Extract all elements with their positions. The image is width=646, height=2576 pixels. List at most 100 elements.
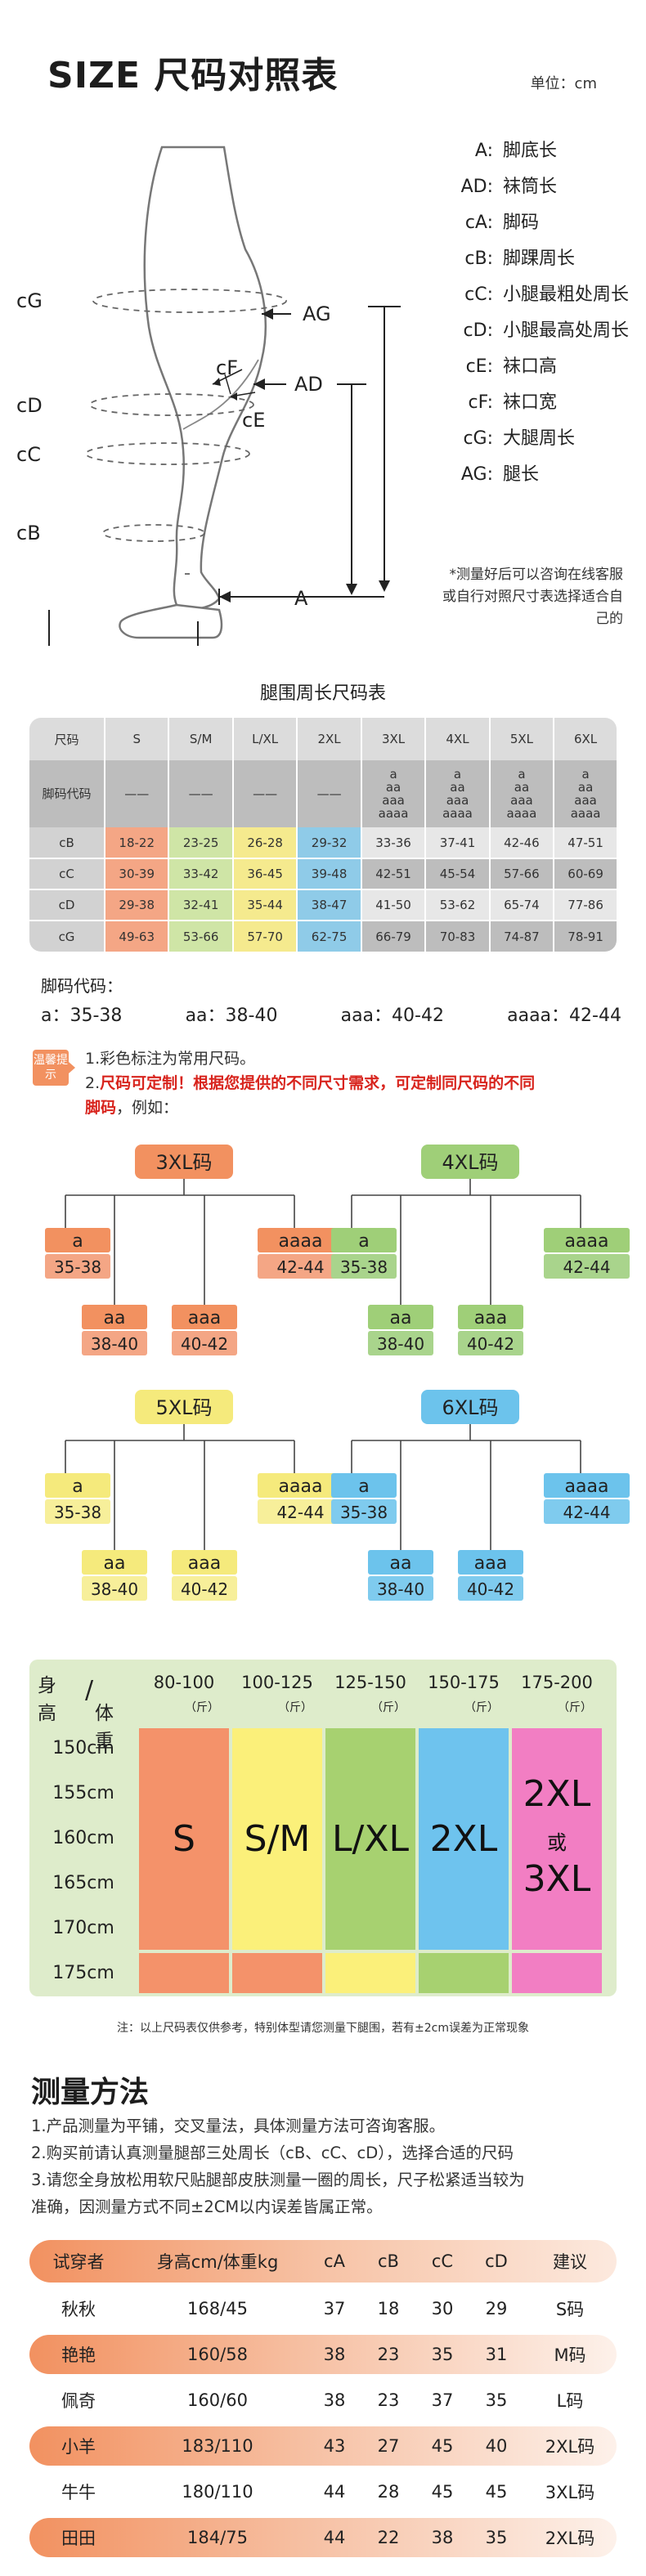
size-block (512, 1728, 602, 1950)
height-row-header: 155cm (52, 1783, 114, 1803)
tester-cell: 38 (323, 2345, 346, 2364)
tree-node-code-text: a (72, 1231, 83, 1252)
size-block (325, 1953, 415, 1993)
size-or-label: 或 (547, 1831, 567, 1854)
tree-node-range-text: 35-38 (340, 1257, 388, 1277)
tester-cell: 29 (485, 2299, 508, 2318)
foot-code-cell: —— (168, 760, 234, 827)
row-label: cC (29, 858, 105, 890)
tester-cell: 168/45 (187, 2299, 248, 2318)
size-cell: 41-50 (361, 889, 427, 921)
weight-column-header: 175-200（斤） (521, 1673, 593, 1714)
size-cell: 53-62 (425, 889, 491, 921)
size-cell: 57-66 (489, 858, 555, 890)
foot-code-item: aa：38-40 (185, 1006, 278, 1026)
measurement-legend: A:脚底长 AD:袜筒长 cA:脚码 cB:脚踝周长 cC:小腿最粗处周长 cD… (446, 139, 634, 499)
foot-code-cell: —— (232, 760, 298, 827)
size-block (419, 1728, 509, 1950)
tree-node-range (458, 1331, 523, 1355)
label-cd: cD (16, 394, 43, 417)
tester-cell: 184/75 (187, 2528, 248, 2547)
tester-cell: 45 (431, 2436, 454, 2456)
legend-item: cF:袜口宽 (468, 392, 558, 413)
size-block (139, 1728, 229, 1950)
method-line: 2.购买前请认真测量腿部三处周长（cB、cC、cD），选择合适的尺码 (31, 2144, 514, 2162)
tree-node-code-text: aaaa (565, 1476, 609, 1497)
tester-cell: 28 (377, 2482, 400, 2502)
tree-node-code (45, 1228, 110, 1252)
size-cell: 45-54 (425, 858, 491, 890)
legend-item: cD:小腿最高处周长 (463, 320, 630, 341)
size-cell: 36-45 (232, 858, 298, 890)
cb-ring (102, 524, 205, 542)
tester-cell: cD (485, 2251, 508, 2271)
tester-cell: 27 (377, 2436, 400, 2456)
label-ca: cA (106, 643, 131, 646)
tree-node-range-text: 38-40 (91, 1334, 138, 1354)
weight-column-header: 150-175（斤） (428, 1673, 500, 1714)
size-label: S/M (244, 1818, 311, 1860)
tree-node-range (82, 1331, 147, 1355)
tree-node-code (458, 1550, 523, 1575)
method-line: 1.产品测量为平铺，交叉量法，具体测量方法可咨询客服。 (31, 2117, 446, 2135)
size-cell: 70-83 (425, 921, 491, 952)
size-cell: 74-87 (489, 921, 555, 952)
size-row-cb: cB 18-22 23-25 26-28 29-32 33-36 37-41 4… (29, 827, 617, 859)
legend-item: cB:脚踝周长 (464, 249, 576, 269)
size-cell: 33-42 (168, 858, 234, 890)
tree-node-range-text: 38-40 (91, 1579, 138, 1599)
tester-cell: 艳艳 (61, 2345, 96, 2365)
header-cell: 2XL (297, 718, 362, 760)
tree-node-code-text: a (358, 1231, 369, 1252)
tree-node-code-text: aa (390, 1308, 412, 1328)
sock-cuff-line (182, 359, 259, 430)
label-cb: cB (16, 522, 41, 544)
size-block (139, 1953, 229, 1993)
size-block (232, 1953, 322, 1993)
tree-node-code (331, 1228, 397, 1252)
tester-cell: 183/110 (182, 2436, 253, 2456)
row-label: cD (29, 889, 105, 921)
tester-cell: 2XL码 (545, 2437, 595, 2457)
legend-item: cE:袜口高 (465, 356, 558, 377)
label-ce: cE (242, 409, 265, 432)
tree-node-range-text: 42-44 (563, 1257, 610, 1277)
tester-cell: 40 (485, 2436, 508, 2456)
tree-node-range-text: 35-38 (54, 1503, 101, 1522)
tree-node-code (82, 1305, 147, 1329)
label-cf: cF (216, 356, 238, 379)
header-cell: 3XL (361, 718, 427, 760)
tester-cell: 160/60 (187, 2390, 248, 2410)
measure-advice-note: *测量好后可以咨询在线客服或自行对照尺寸表选择适合自己的 (442, 567, 623, 627)
tester-cell: 180/110 (182, 2482, 253, 2502)
label-cc: cC (16, 443, 41, 466)
foot-code-cell: a aa aaa aaaa (425, 760, 491, 827)
foot-code-title: 脚码代码： (41, 976, 123, 996)
tester-cell: 35 (431, 2345, 454, 2364)
tree-node-range (172, 1331, 237, 1355)
tree-node-range-text: 42-44 (276, 1257, 324, 1277)
tester-cell: L码 (556, 2391, 584, 2411)
tip-badge: 温馨提示 (33, 1050, 75, 1086)
tree-node-range (82, 1576, 147, 1601)
tree-size-label: 5XL码 (155, 1396, 212, 1419)
tip-line-2: 2.尺码可定制！根据您提供的不同尺寸需求，可定制同尺码的不同 (85, 1074, 536, 1092)
size-row-cd: cD 29-38 32-41 35-44 38-47 41-50 53-62 6… (29, 889, 617, 921)
tree-node-range (458, 1576, 523, 1601)
tree-node-code (172, 1305, 237, 1329)
tree-node-code-text: a (358, 1476, 369, 1497)
size-block (419, 1953, 509, 1993)
weight-column-header: 100-125（斤） (241, 1673, 313, 1714)
size-table-caption: 腿围周长尺码表 (259, 683, 386, 704)
foot-code-item: aaaa：42-44 (507, 1006, 621, 1026)
size-label: L/XL (332, 1818, 409, 1860)
tree-node-code-text: aaa (474, 1308, 507, 1328)
tree-node-range (331, 1254, 397, 1279)
tree-node-range (331, 1499, 397, 1524)
tester-cell: 31 (485, 2345, 508, 2364)
size-cell: 26-28 (232, 827, 298, 859)
tree-node-code (368, 1550, 433, 1575)
